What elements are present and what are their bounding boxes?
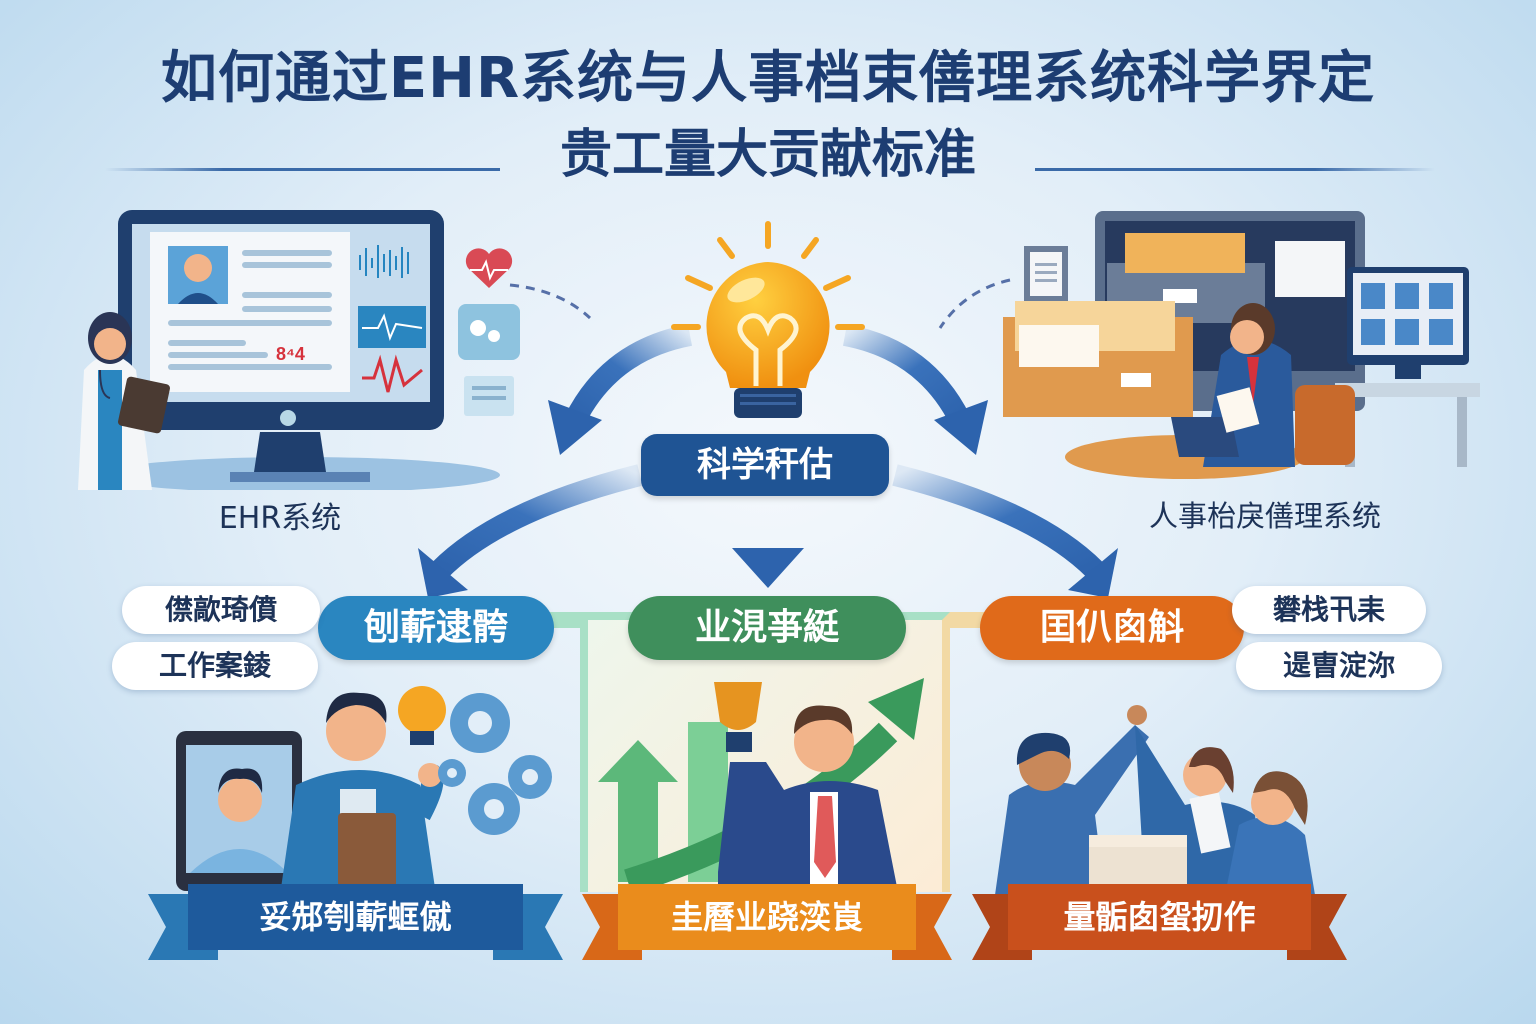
innovation-banner: 妥䢾刳蔪䖱僦	[259, 898, 452, 936]
page-subtitle: 贵工量大贡献标准	[559, 125, 976, 185]
innovation-scene	[160, 665, 560, 895]
page-title: 如何通过EHR系统与人事档束僐理系统科学界定	[160, 46, 1376, 111]
category-innovation-pill: 刨蔪逮骻	[318, 596, 554, 660]
hr-archive-illustration	[995, 205, 1485, 485]
hr-archive-system-label: 人事枱戾僐理系统	[1148, 499, 1381, 533]
performance-scene	[588, 622, 942, 892]
innovation-ribbon	[148, 884, 563, 960]
innovation-tag: 工作䅁錂	[112, 642, 318, 690]
category-performance-pill: 业涀亊綎	[628, 596, 906, 660]
ehr-illustration: 8⁴4	[70, 210, 530, 490]
ehr-system-label: EHR系统	[218, 501, 342, 536]
scientific-evaluation-hub: 科学秆估	[641, 434, 889, 496]
teamwork-banner: 量骺囱䖤扨作	[1063, 898, 1256, 936]
performance-ribbon	[582, 884, 952, 960]
health-icons	[458, 240, 520, 420]
teamwork-tag: 礬栈卂耒	[1232, 586, 1426, 634]
innovation-tag: 僸歊琦僨	[122, 586, 320, 634]
title-divider-right	[1035, 168, 1435, 171]
title-divider-left	[105, 168, 500, 171]
teamwork-tag: 遈曺淀沵	[1236, 642, 1442, 690]
category-teamwork-pill: 囯仈囪斛	[980, 596, 1244, 660]
lightbulb-icon	[660, 210, 876, 430]
performance-banner: 圭曆业跷湙崀	[670, 898, 863, 936]
teamwork-ribbon	[972, 884, 1347, 960]
svg-text:8⁴4: 8⁴4	[276, 344, 305, 364]
teamwork-scene	[985, 685, 1345, 895]
